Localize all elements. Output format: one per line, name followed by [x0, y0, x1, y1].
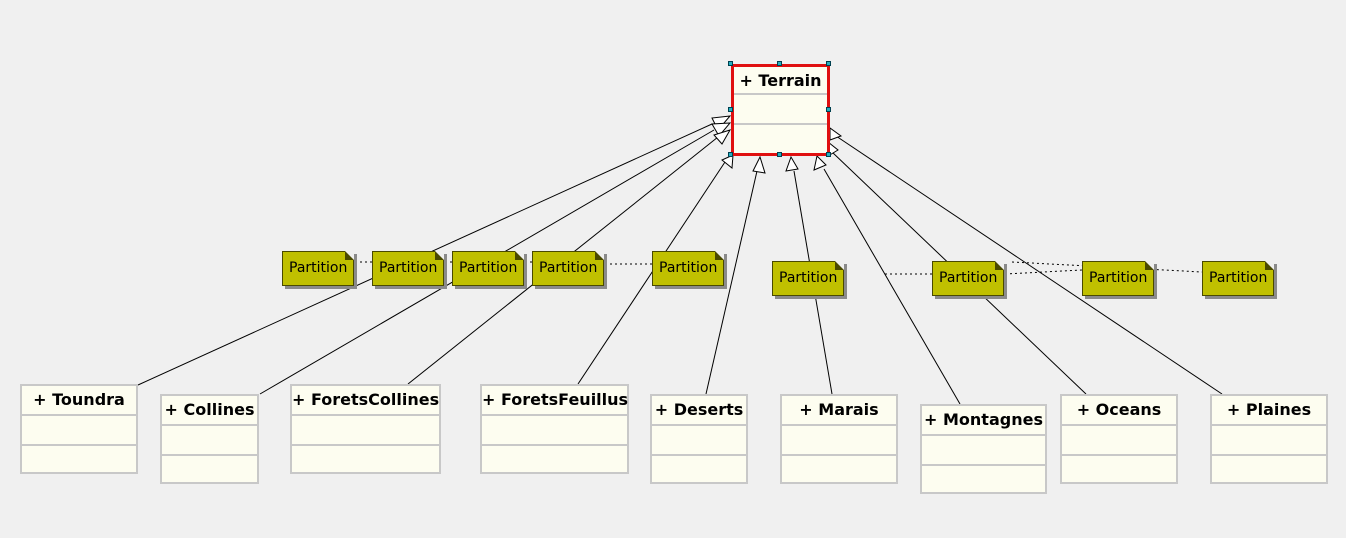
class-collines[interactable]: + Collines: [160, 394, 259, 484]
note-fold: [1265, 261, 1274, 270]
partition-note[interactable]: Partition: [372, 251, 444, 286]
note-label: Partition: [939, 270, 998, 286]
class-foretscollines[interactable]: + ForetsCollines: [290, 384, 441, 474]
attributes-compartment: [482, 416, 627, 446]
partition-note[interactable]: Partition: [1202, 261, 1274, 296]
resize-handle[interactable]: [728, 152, 733, 157]
partition-note[interactable]: Partition: [772, 261, 844, 296]
note-fold: [345, 251, 354, 260]
resize-handle[interactable]: [728, 107, 733, 112]
operations-compartment: [922, 466, 1045, 496]
generalization-arrowhead: [711, 122, 732, 137]
partition-note[interactable]: Partition: [1082, 261, 1154, 296]
operations-compartment: [1062, 456, 1176, 486]
operations-compartment: [162, 456, 257, 486]
attributes-compartment: [922, 436, 1045, 466]
operations-compartment: [292, 446, 439, 476]
note-label: Partition: [459, 260, 518, 276]
partition-note[interactable]: Partition: [452, 251, 524, 286]
operations-compartment: [734, 125, 827, 155]
class-name: + Marais: [782, 396, 896, 426]
generalization-arrowhead: [713, 129, 732, 145]
class-deserts[interactable]: + Deserts: [650, 394, 748, 484]
resize-handle[interactable]: [728, 61, 733, 66]
resize-handle[interactable]: [777, 61, 782, 66]
class-name: + Terrain: [734, 67, 827, 95]
note-fold: [595, 251, 604, 260]
operations-compartment: [652, 456, 746, 486]
class-terrain[interactable]: + Terrain: [731, 64, 830, 156]
attributes-compartment: [1212, 426, 1326, 456]
class-montagnes[interactable]: + Montagnes: [920, 404, 1047, 494]
note-label: Partition: [1089, 270, 1148, 286]
resize-handle[interactable]: [826, 107, 831, 112]
note-label: Partition: [779, 270, 838, 286]
generalization-arrowhead: [721, 154, 734, 169]
note-label: Partition: [379, 260, 438, 276]
class-foretsfeuillus[interactable]: + ForetsFeuillus: [480, 384, 629, 474]
note-label: Partition: [539, 260, 598, 276]
generalization-arrowhead: [752, 155, 766, 174]
operations-compartment: [782, 456, 896, 486]
generalization-arrowhead: [829, 127, 843, 141]
class-name: + Oceans: [1062, 396, 1176, 426]
note-label: Partition: [1209, 270, 1268, 286]
attributes-compartment: [292, 416, 439, 446]
note-fold: [515, 251, 524, 260]
class-oceans[interactable]: + Oceans: [1060, 394, 1178, 484]
operations-compartment: [1212, 456, 1326, 486]
class-marais[interactable]: + Marais: [780, 394, 898, 484]
class-name: + ForetsFeuillus: [482, 386, 628, 416]
resize-handle[interactable]: [826, 152, 831, 157]
resize-handle[interactable]: [826, 61, 831, 66]
class-name: + Montagnes: [922, 406, 1045, 436]
attributes-compartment: [734, 95, 827, 125]
generalization-arrowhead: [785, 155, 799, 172]
note-label: Partition: [289, 260, 348, 276]
class-toundra[interactable]: + Toundra: [20, 384, 138, 474]
generalization-line: [577, 161, 726, 385]
attributes-compartment: [162, 426, 257, 456]
attributes-compartment: [22, 416, 136, 446]
class-name: + Deserts: [652, 396, 746, 426]
class-name: + Collines: [162, 396, 257, 426]
operations-compartment: [22, 446, 136, 476]
note-fold: [835, 261, 844, 270]
generalization-line: [705, 170, 758, 395]
resize-handle[interactable]: [777, 152, 782, 157]
note-fold: [715, 251, 724, 260]
partition-dotted-line: [1004, 269, 1083, 275]
attributes-compartment: [782, 426, 896, 456]
partition-note[interactable]: Partition: [932, 261, 1004, 296]
class-name: + Toundra: [22, 386, 136, 416]
partition-note[interactable]: Partition: [532, 251, 604, 286]
note-fold: [995, 261, 1004, 270]
note-fold: [435, 251, 444, 260]
partition-note[interactable]: Partition: [282, 251, 354, 286]
generalization-arrowhead: [813, 154, 827, 171]
class-name: + ForetsCollines: [292, 386, 439, 416]
generalization-line: [835, 135, 1223, 395]
generalization-line: [823, 168, 961, 405]
attributes-compartment: [652, 426, 746, 456]
operations-compartment: [482, 446, 627, 476]
note-fold: [1145, 261, 1154, 270]
attributes-compartment: [1062, 426, 1176, 456]
class-name: + Plaines: [1212, 396, 1326, 426]
class-plaines[interactable]: + Plaines: [1210, 394, 1328, 484]
note-label: Partition: [659, 260, 718, 276]
partition-note[interactable]: Partition: [652, 251, 724, 286]
